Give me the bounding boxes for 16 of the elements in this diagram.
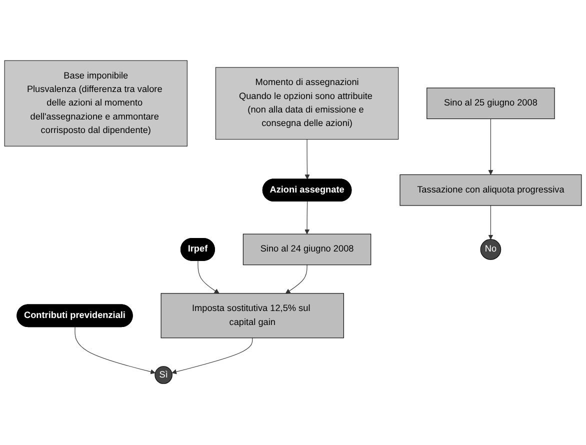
node-circle: No [480, 239, 502, 260]
node-box: Imposta sostitutiva 12,5% sul capital gain [160, 294, 344, 339]
arrow [198, 260, 220, 294]
arrow [488, 118, 494, 176]
node-box: Tassazione con aliquota progressiva [400, 174, 582, 206]
arrow [285, 264, 308, 294]
node-box: Base imponibile Plusvalenza (differenza tra valore delle azioni al momento dell'assegnazione e ammontare corrisposto dal dipendente) [4, 60, 188, 147]
node-box: Momento di assegnazioni Quando le opzioni sono attribuite (non alla data di emissione e consegna delle azioni) [215, 68, 399, 140]
arrow [74, 327, 156, 375]
arrow [172, 338, 253, 375]
arrow [304, 202, 310, 235]
arrow [304, 139, 310, 180]
node-circle: Sì [154, 366, 172, 384]
node-box: Sino al 24 giugno 2008 [242, 234, 372, 266]
arrow [488, 206, 494, 240]
node-box: Sino al 25 giugno 2008 [426, 88, 555, 120]
